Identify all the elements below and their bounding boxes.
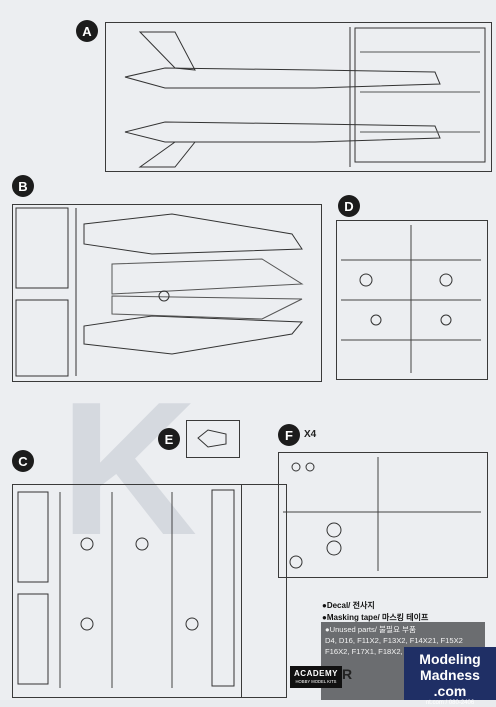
academy-logo-name: ACADEMY bbox=[294, 669, 338, 678]
legend-decal: ●Decal/ 전사지 bbox=[322, 601, 375, 610]
sprue-c-frame-right bbox=[240, 484, 287, 698]
watermark-title: Modeling Madness bbox=[419, 651, 481, 683]
academy-logo: ACADEMY HOBBY MODEL KITS bbox=[290, 666, 342, 688]
sprue-f-parts bbox=[283, 457, 481, 571]
modeling-madness-watermark: Modeling Madness .com nt.com / 080-2406 bbox=[404, 647, 496, 706]
sprue-d-frame bbox=[336, 220, 488, 380]
watermark-url: .com bbox=[433, 683, 467, 699]
section-label-e: E bbox=[158, 428, 180, 450]
section-label-f: F bbox=[278, 424, 300, 446]
legend: ●Decal/ 전사지 ●Masking tape/ 마스킹 테이프 bbox=[322, 600, 428, 624]
section-label-c: C bbox=[12, 450, 34, 472]
multiplier-label: X4 bbox=[304, 429, 317, 440]
section-label-a: A bbox=[76, 20, 98, 42]
brand-partial-letter: R bbox=[342, 666, 353, 682]
sprue-d-parts bbox=[341, 225, 481, 373]
sprue-b-parts bbox=[15, 207, 304, 377]
unused-parts-line2: F16X2, F17X1, F18X2, F19X2, F20X2 bbox=[325, 647, 454, 656]
sprue-b-frame bbox=[12, 204, 322, 382]
sprue-a-frame bbox=[105, 22, 492, 172]
sprue-a-parts bbox=[124, 27, 486, 168]
unused-parts-line1: D4, D16, F11X2, F13X2, F14X21, F15X2 bbox=[325, 636, 463, 645]
sprue-e-parts bbox=[197, 429, 227, 448]
section-label-d: D bbox=[338, 195, 360, 217]
sprue-e-frame bbox=[186, 420, 240, 458]
watermark-note: nt.com / 080-2406 bbox=[425, 700, 475, 706]
sprue-c-parts bbox=[17, 489, 235, 688]
sprue-c-frame bbox=[12, 484, 242, 698]
section-label-b: B bbox=[12, 175, 34, 197]
academy-logo-sub: HOBBY MODEL KITS bbox=[295, 679, 337, 684]
sprue-f-frame bbox=[278, 452, 488, 578]
unused-parts-header: ●Unused parts/ 불필요 부품 bbox=[325, 625, 417, 634]
legend-masking: ●Masking tape/ 마스킹 테이프 bbox=[322, 613, 429, 622]
